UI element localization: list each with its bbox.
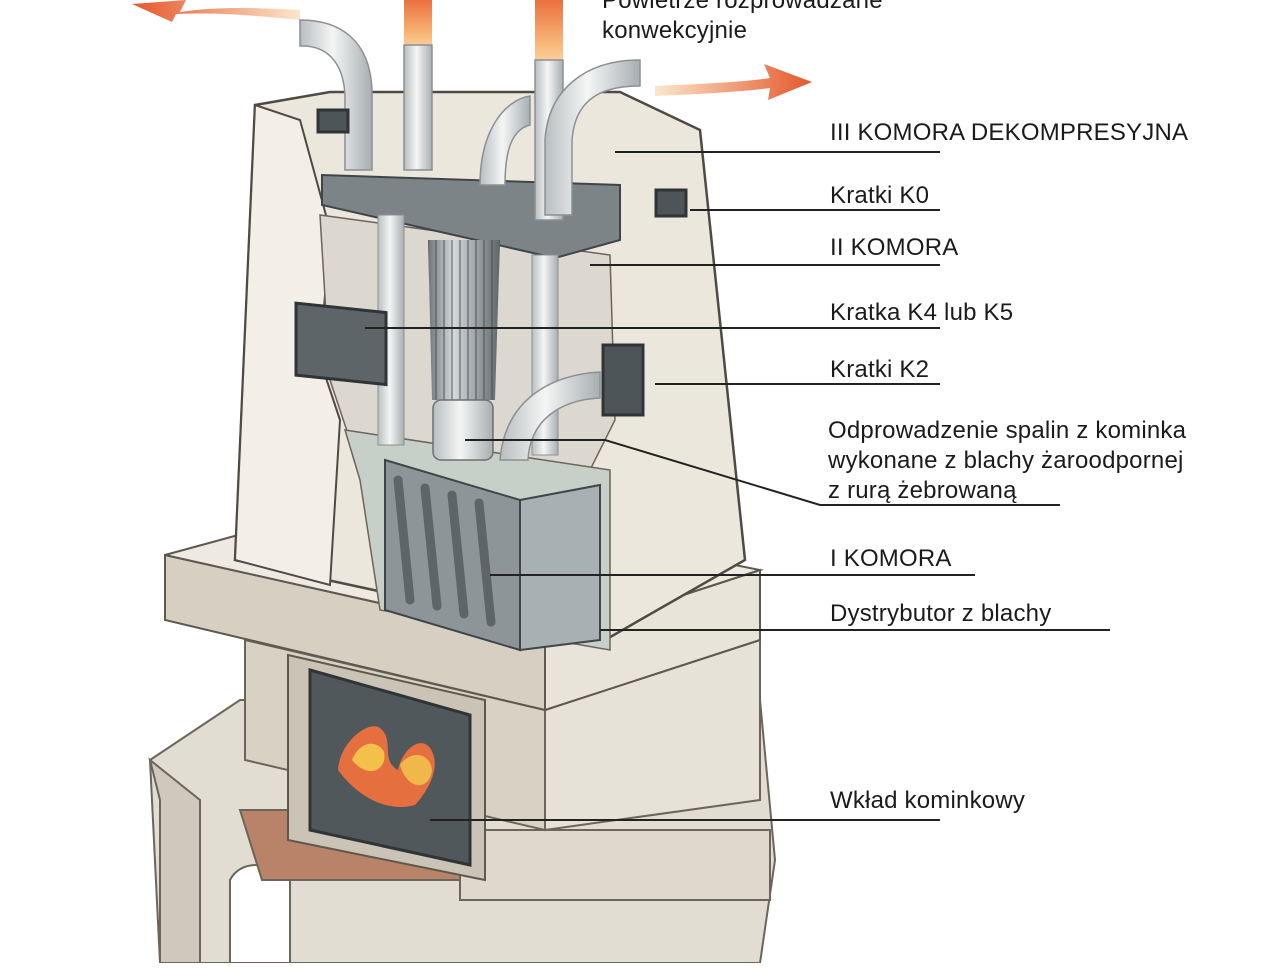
label-iii-komora: III KOMORA DEKOMPRESYJNA (830, 119, 1189, 146)
leader-line-odprowadzenie (465, 439, 1060, 506)
fireplace-block (244, 638, 761, 882)
label-kratki-k0: Kratki K0 (830, 182, 930, 209)
caption-hot-air: Powietrze rozprowadzane konwekcyjnie (602, 0, 883, 44)
label-odprowadzenie-spalin: Odprowadzenie spalin z kominka wykonane … (828, 417, 1187, 504)
label-kratki-k2: Kratki K2 (830, 356, 930, 383)
label-ii-komora: II KOMORA (830, 234, 959, 261)
label-kratka-k4: Kratka K4 lub K5 (830, 299, 1014, 326)
label-wklad-kominkowy: Wkład kominkowy (830, 787, 1026, 814)
label-dystrybutor: Dystrybutor z blachy (830, 600, 1052, 627)
label-i-komora: I KOMORA (830, 545, 952, 572)
stove-upper-body (233, 19, 747, 652)
leader-lines (365, 151, 1110, 821)
